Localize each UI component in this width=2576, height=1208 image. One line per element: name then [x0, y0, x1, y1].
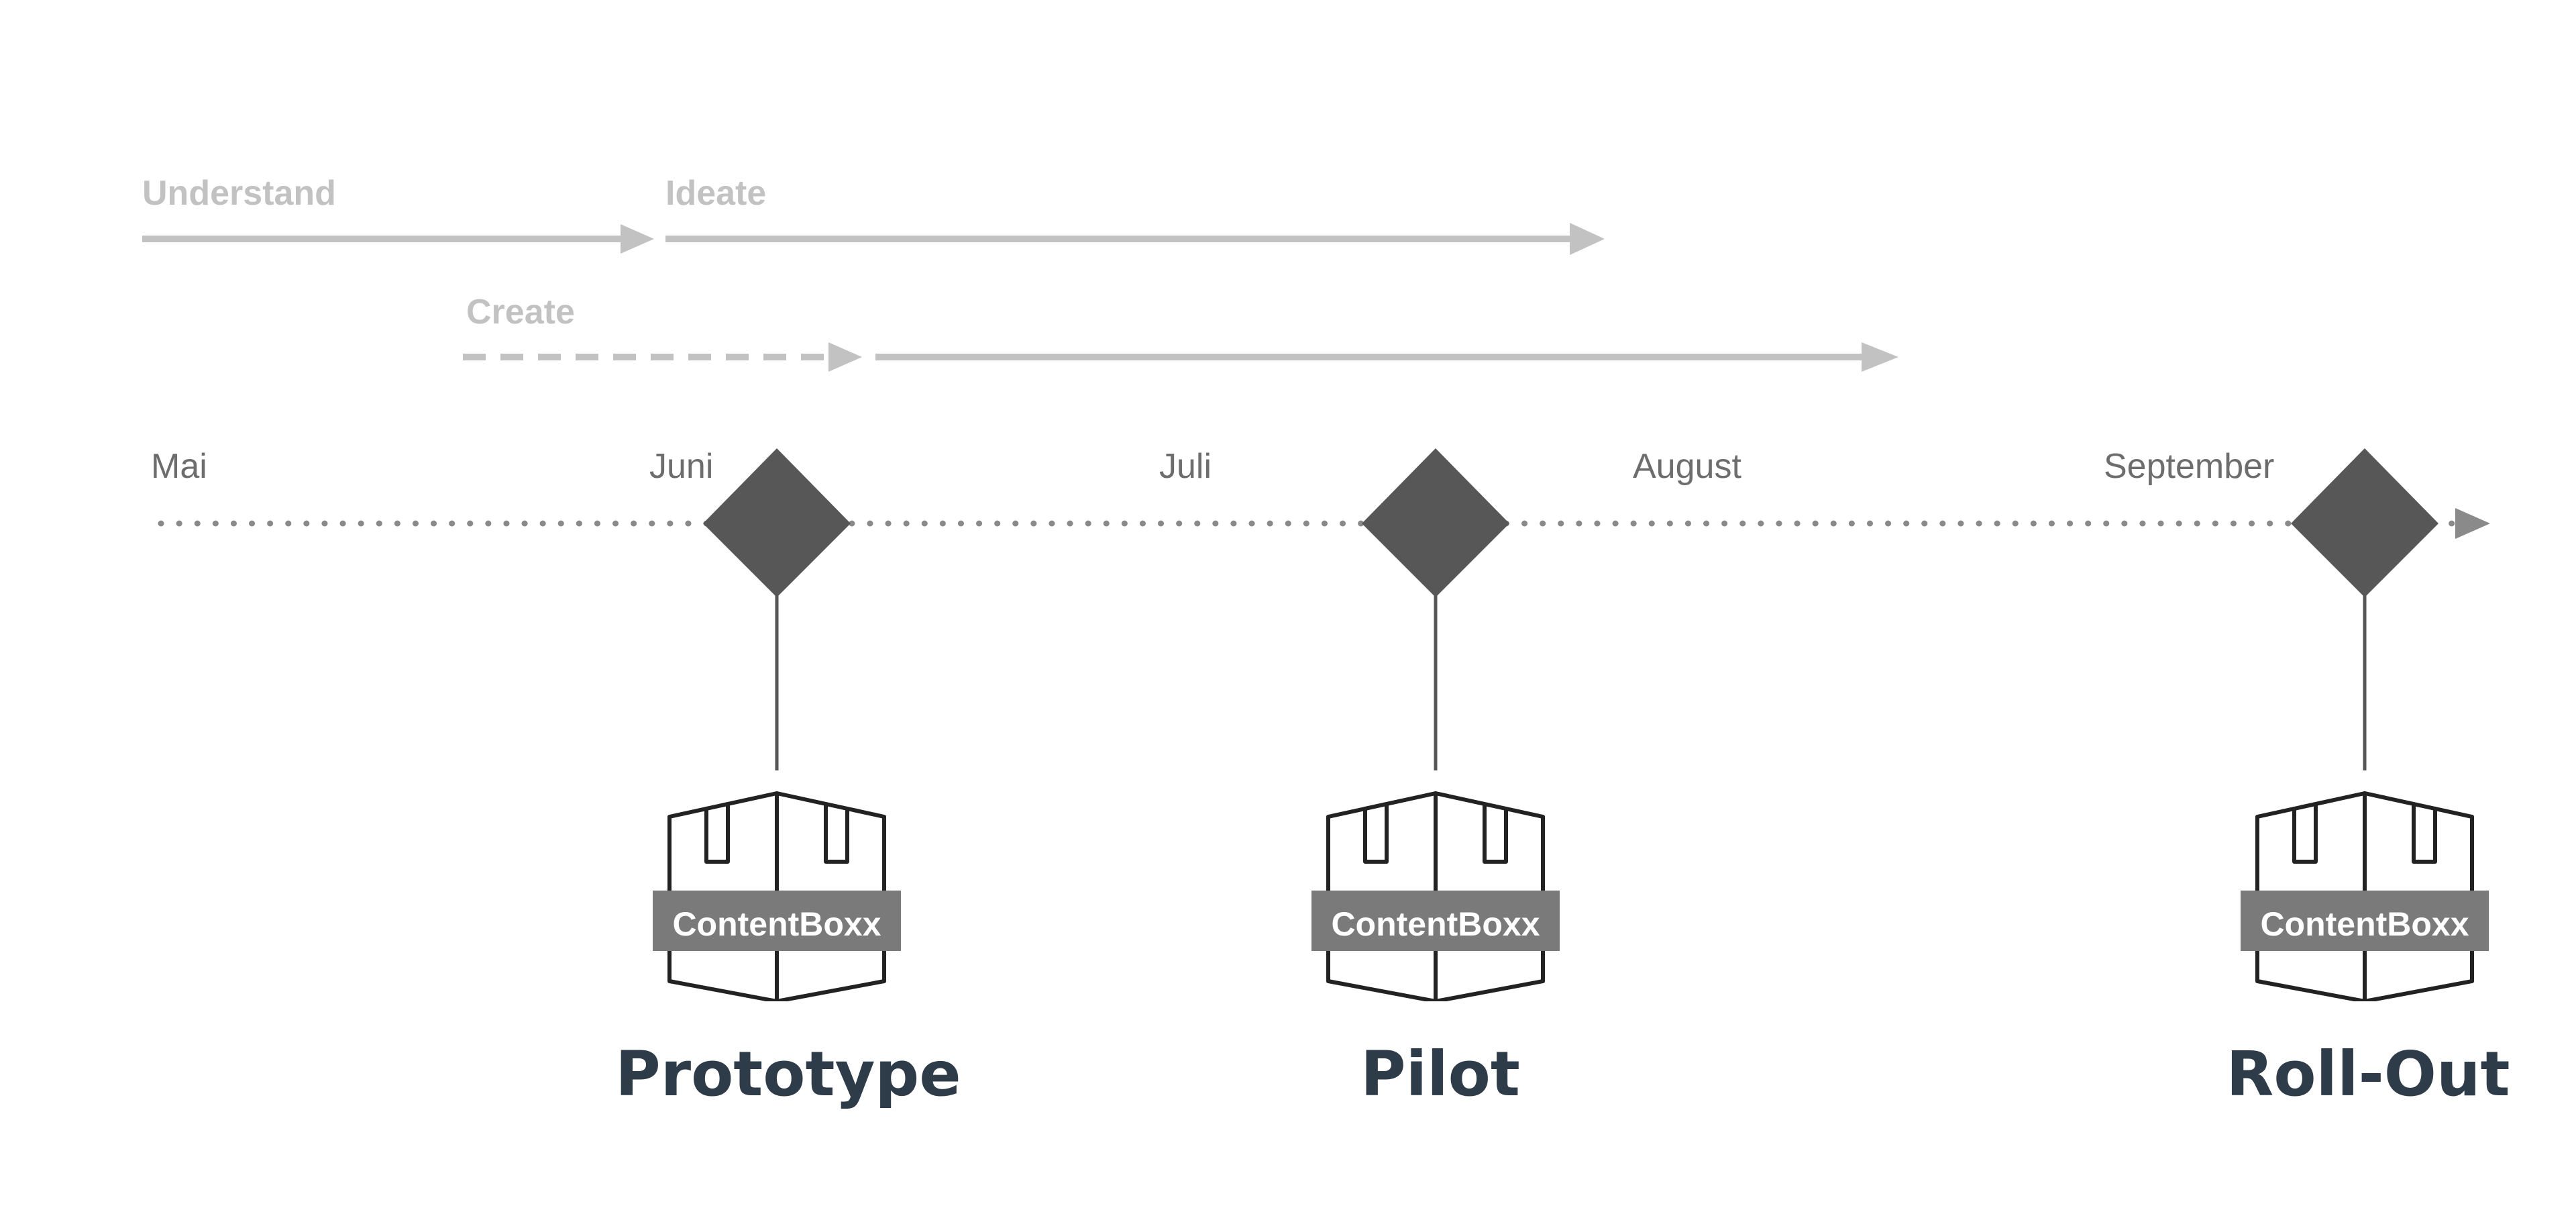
diamond-icon	[1362, 448, 1509, 597]
milestone-label-prototype: Prototype	[615, 1038, 961, 1110]
phase-label-ideate: Ideate	[665, 174, 766, 213]
contentboxx-box-icon	[2241, 793, 2489, 1001]
milestone-label-pilot: Pilot	[1360, 1038, 1520, 1110]
diamond-icon	[2291, 448, 2438, 597]
month-label-juni: Juni	[649, 447, 713, 486]
timeline: Mai Juni Juli August September	[151, 447, 2490, 539]
contentboxx-logo: ContentBoxx	[2241, 793, 2489, 1001]
arrow-head-icon	[1570, 223, 1605, 255]
phase-label-create: Create	[466, 293, 575, 332]
arrow-head-icon	[621, 224, 654, 254]
month-label-august: August	[1633, 447, 1741, 486]
diamond-icon	[703, 448, 851, 597]
contentboxx-box-icon	[653, 793, 901, 1001]
milestone-rollout: ContentBoxx Roll-Out	[2226, 448, 2510, 1110]
month-label-september: September	[2104, 447, 2274, 486]
timeline-arrow-head-icon	[2455, 508, 2490, 539]
logo-text: ContentBoxx	[2260, 905, 2469, 943]
milestone-prototype: ContentBoxx Prototype	[615, 448, 961, 1110]
arrow-head-icon	[828, 342, 862, 372]
phase-label-understand: Understand	[142, 174, 336, 213]
phase-understand: Understand	[142, 174, 654, 254]
month-label-juli: Juli	[1159, 447, 1212, 486]
phase-ideate: Ideate	[665, 174, 1605, 255]
contentboxx-box-icon	[1311, 793, 1560, 1001]
logo-text: ContentBoxx	[672, 905, 881, 943]
arrow-head-icon	[1862, 342, 1898, 372]
contentboxx-logo: ContentBoxx	[1311, 793, 1560, 1001]
milestone-pilot: ContentBoxx Pilot	[1311, 448, 1560, 1110]
phase-create: Create	[463, 293, 1898, 372]
month-label-mai: Mai	[151, 447, 207, 486]
logo-text: ContentBoxx	[1331, 905, 1540, 943]
contentboxx-logo: ContentBoxx	[653, 793, 901, 1001]
milestone-label-rollout: Roll-Out	[2226, 1038, 2510, 1110]
